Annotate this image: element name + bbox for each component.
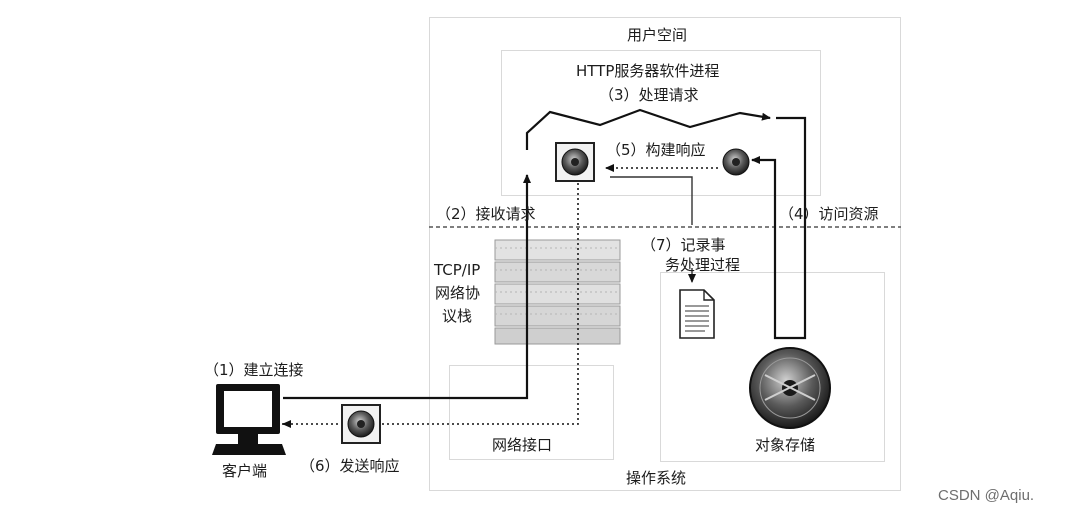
os-label: 操作系统 (626, 469, 687, 487)
processing-arrow (525, 108, 771, 150)
tcpip-stack (494, 239, 621, 345)
http-process-label: HTTP服务器软件进程 (576, 62, 720, 80)
response-in-transit-icon (341, 404, 381, 444)
step2-label: （2）接收请求 (436, 205, 536, 223)
step1-label: （1）建立连接 (204, 361, 304, 379)
watermark: CSDN @Aqiu. (938, 487, 1035, 504)
user-space-label: 用户空间 (627, 26, 688, 44)
tcpip-label-line1: TCP/IP (434, 261, 481, 279)
http-process-box (501, 50, 821, 196)
send-response-arrow (282, 183, 579, 425)
step3-label: （3）处理请求 (599, 86, 699, 104)
access-resource-arrow (751, 116, 807, 340)
object-storage-icon (749, 347, 831, 429)
resource-disc-icon (722, 148, 750, 176)
tcpip-label-line2: 网络协 (435, 284, 481, 302)
os-inner-box (660, 272, 885, 462)
step7-label-line2: 务处理过程 (665, 256, 741, 274)
step6-label: （6）发送响应 (300, 457, 400, 475)
step5-label: （5）构建响应 (606, 141, 706, 159)
request-arrow (283, 174, 531, 400)
client-label: 客户端 (222, 462, 268, 480)
client-computer-icon (212, 384, 286, 455)
object-storage-label: 对象存储 (755, 436, 816, 454)
step7-label-line1: （7）记录事 (641, 236, 726, 254)
log-arrow (610, 176, 692, 282)
response-package-icon (555, 142, 595, 182)
tcpip-label-line3: 议栈 (442, 307, 473, 325)
network-interface-box (449, 365, 614, 460)
user-space-box (429, 17, 901, 491)
log-document-icon (679, 289, 715, 339)
step4-label: （4）访问资源 (779, 205, 879, 223)
network-interface-label: 网络接口 (492, 436, 553, 454)
